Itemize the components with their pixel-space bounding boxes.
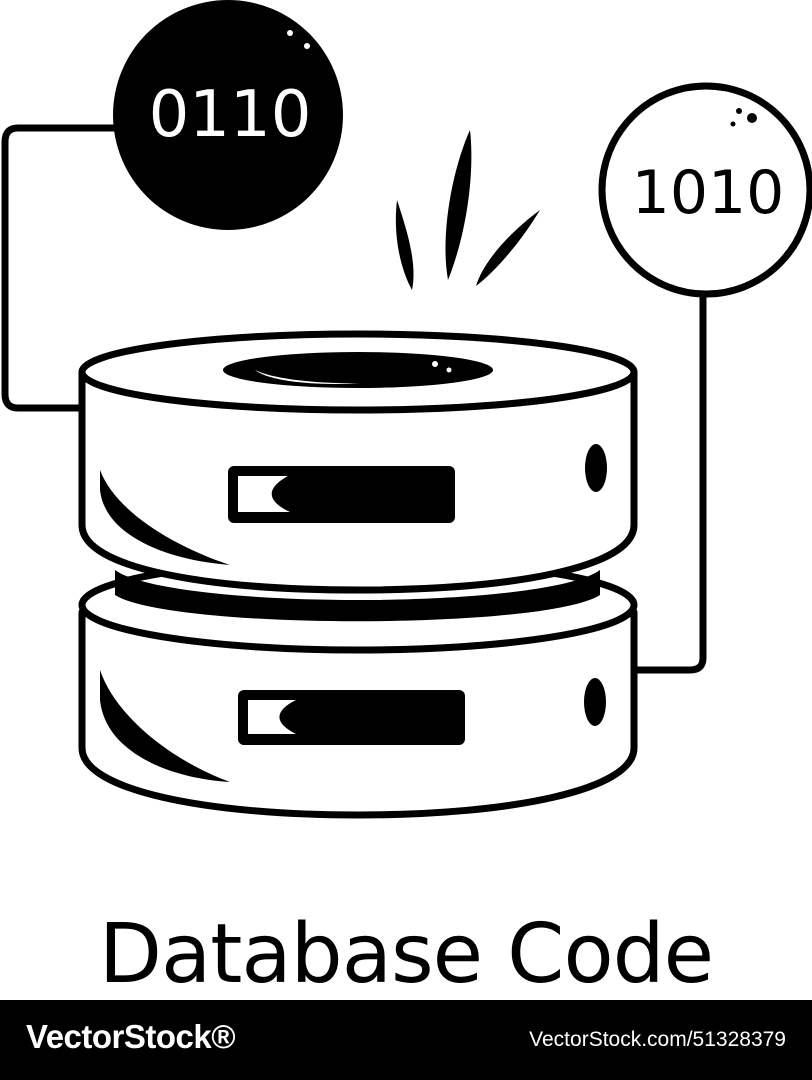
database-code-illustration: 0110 1010 bbox=[1, 0, 812, 819]
right-connector-line bbox=[630, 295, 707, 674]
badge-left-text: 0110 bbox=[149, 78, 312, 152]
disk-gap bbox=[115, 570, 600, 622]
brand-logo-text: VectorStock® bbox=[26, 1018, 236, 1055]
left-connector-line bbox=[1, 124, 115, 412]
binary-badge-left: 0110 bbox=[113, 0, 343, 230]
footer-bar: VectorStock® VectorStock.com/51328379 bbox=[0, 1000, 812, 1080]
caption-title: Database Code bbox=[98, 907, 714, 1002]
spark-marks bbox=[395, 130, 540, 290]
stock-id-text: VectorStock.com/51328379 bbox=[529, 1028, 786, 1051]
badge-right-text: 1010 bbox=[632, 158, 785, 228]
database-disk-top bbox=[78, 330, 638, 594]
binary-badge-right: 1010 bbox=[598, 82, 812, 298]
